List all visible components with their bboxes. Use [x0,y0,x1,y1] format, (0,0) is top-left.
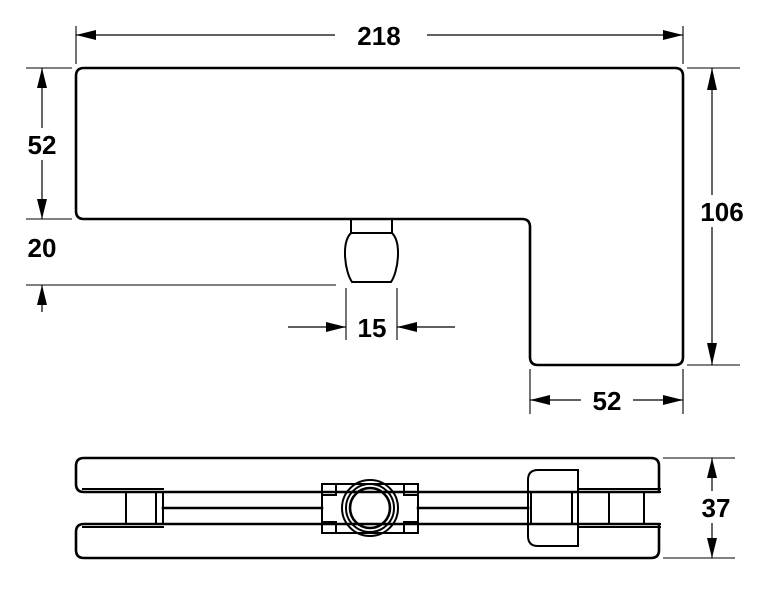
arrow-106-bottom [707,343,717,365]
arrow-15-left [326,322,346,332]
front-view-body-outline [74,66,685,367]
side-view-lower-plate [74,522,661,560]
arrow-37-bottom [707,538,717,558]
knob-barrel [344,232,399,283]
side-view-center-boss-notch-right-lower [403,521,419,534]
arrow-tab52-left [530,395,550,405]
dimension-tab-width: 52 [529,369,684,416]
dimension-thickness: 37 [663,457,742,559]
side-view-right-housing-shell [527,469,579,547]
arrow-20 [37,285,47,305]
dimension-offset-lower: 20 [26,233,336,312]
dimension-width-overall: 218 [75,20,684,64]
dim-label-52-tab: 52 [593,386,622,416]
arrow-37-top [707,458,717,478]
side-view-left-clamp-block [125,491,157,525]
side-view-boss-circle-inner [348,486,392,530]
side-view-group [74,456,661,560]
side-view-right-inner-block [530,491,573,525]
dim-label-218: 218 [357,21,400,51]
arrow-218-left [76,30,96,40]
dimension-height-overall: 106 [687,67,760,366]
arrow-15-right [397,322,417,332]
dim-tab52-text-bg [581,385,633,415]
dim-label-20: 20 [28,233,57,263]
dim-label-37: 37 [702,493,731,523]
side-view-boss-circle-outer [341,479,399,537]
dim-label-15: 15 [358,313,387,343]
dim-37-text-bg [690,491,742,523]
dim-label-52-upper: 52 [28,130,57,160]
knob-neck [350,218,393,234]
dimension-height-upper: 52 [16,67,72,220]
dim-106-text-bg [688,195,760,227]
dim-label-106: 106 [700,197,743,227]
arrow-tab52-right [663,395,683,405]
dim-15-text-bg [352,312,392,342]
side-view-boss-circle-middle [345,483,395,533]
arrow-106-top [707,68,717,90]
side-view-center-boss-notch-left [321,483,337,496]
dim-218-text-bg [335,20,427,50]
front-view-group [74,66,685,367]
dimension-knob-width: 15 [288,288,455,343]
arrow-52-top [37,68,47,88]
arrow-52-bottom [37,199,47,219]
arrow-218-right [663,30,683,40]
side-view-center-boss-notch-left-lower [321,521,337,534]
dim-52-text-bg [16,128,68,160]
side-view-upper-plate [74,456,661,494]
side-view-center-boss-notch-right [403,483,419,496]
